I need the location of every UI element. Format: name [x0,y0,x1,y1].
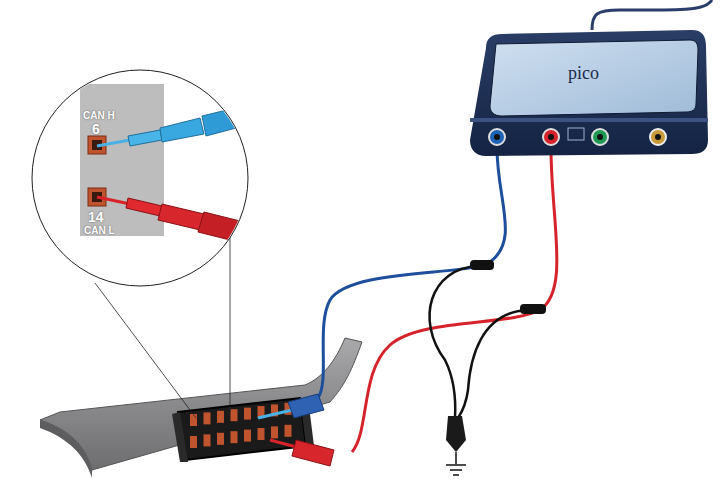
obd-pin [244,430,251,442]
obd-pin [204,434,211,446]
blue-probe [97,102,266,146]
obd-pin [258,428,265,440]
pin-number: 14 [88,210,104,224]
ground-clip [446,416,466,464]
leader-line [230,235,231,412]
dashboard-panel [40,338,362,470]
obd-pin [190,414,197,426]
red-probe-small [270,440,334,466]
ground-lead [458,310,528,418]
brand-name: pico [568,64,599,82]
magnifier [32,70,266,286]
oscilloscope [470,30,708,156]
lead-sleeve [470,260,494,270]
blue-probe-small [258,394,324,418]
dashboard-edge [40,420,92,478]
usb-cable [592,0,712,30]
obd-pin [217,411,224,423]
ground-lead [430,266,478,418]
pin-number: 6 [92,122,100,136]
red-lead [352,148,557,452]
obd-pin [285,425,292,437]
leader-line [95,283,196,418]
signal-name: CAN H [83,111,115,121]
blue-lead [318,148,505,398]
obd-pin [231,409,238,421]
obd-pin [190,436,197,448]
obd-pin [271,426,278,438]
obd-pin [244,408,251,420]
connector-face [80,84,164,236]
obd-pin [231,431,238,443]
ground-symbol [446,465,466,475]
obd-pin [204,412,211,424]
obd-pin [217,433,224,445]
signal-name: CAN L [84,226,115,236]
lead-sleeve [520,304,546,314]
red-probe [97,197,260,246]
